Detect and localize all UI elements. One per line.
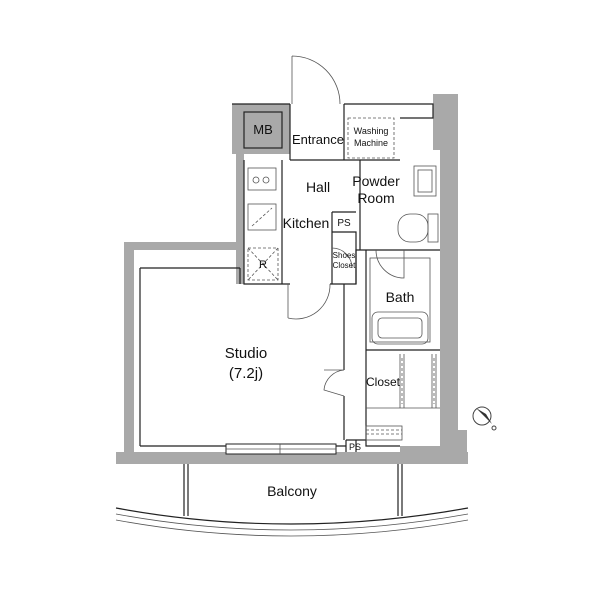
washing-machine-space xyxy=(347,117,395,159)
structural-walls xyxy=(116,94,468,464)
label-washing-machine-1: Washing xyxy=(354,126,389,136)
room-labels: MB Entrance Washing Machine Hall Powder … xyxy=(225,122,415,499)
label-powder-room-2: Room xyxy=(357,190,394,206)
bathtub xyxy=(371,311,429,345)
wash-basin xyxy=(413,165,437,197)
shelf xyxy=(365,425,403,441)
label-powder-room-1: Powder xyxy=(352,173,400,189)
sink xyxy=(247,167,277,191)
label-ps-lower: PS xyxy=(349,442,361,452)
label-studio-size: (7.2j) xyxy=(229,365,263,382)
window xyxy=(225,443,337,455)
label-closet: Closet xyxy=(366,375,401,389)
north-arrow-icon xyxy=(472,406,497,431)
label-mb: MB xyxy=(253,122,273,137)
fixtures xyxy=(247,117,440,441)
bathroom-area xyxy=(369,257,431,343)
refrigerator-space xyxy=(247,247,279,281)
label-refrigerator: R xyxy=(259,259,267,271)
label-entrance: Entrance xyxy=(292,132,344,147)
toilet xyxy=(397,213,429,243)
label-ps-upper: PS xyxy=(337,218,351,229)
label-studio: Studio xyxy=(225,345,268,362)
label-kitchen: Kitchen xyxy=(283,215,330,231)
doors xyxy=(287,55,405,397)
label-hall: Hall xyxy=(306,179,330,195)
label-washing-machine-2: Machine xyxy=(354,138,388,148)
stove xyxy=(247,203,277,231)
label-bath: Bath xyxy=(386,289,415,305)
label-balcony: Balcony xyxy=(267,483,317,499)
label-shoes-closet-2: Closet xyxy=(333,261,356,270)
label-shoes-closet-1: Shoes xyxy=(333,251,356,260)
interior-walls xyxy=(139,103,440,452)
balcony-structure xyxy=(115,464,469,537)
